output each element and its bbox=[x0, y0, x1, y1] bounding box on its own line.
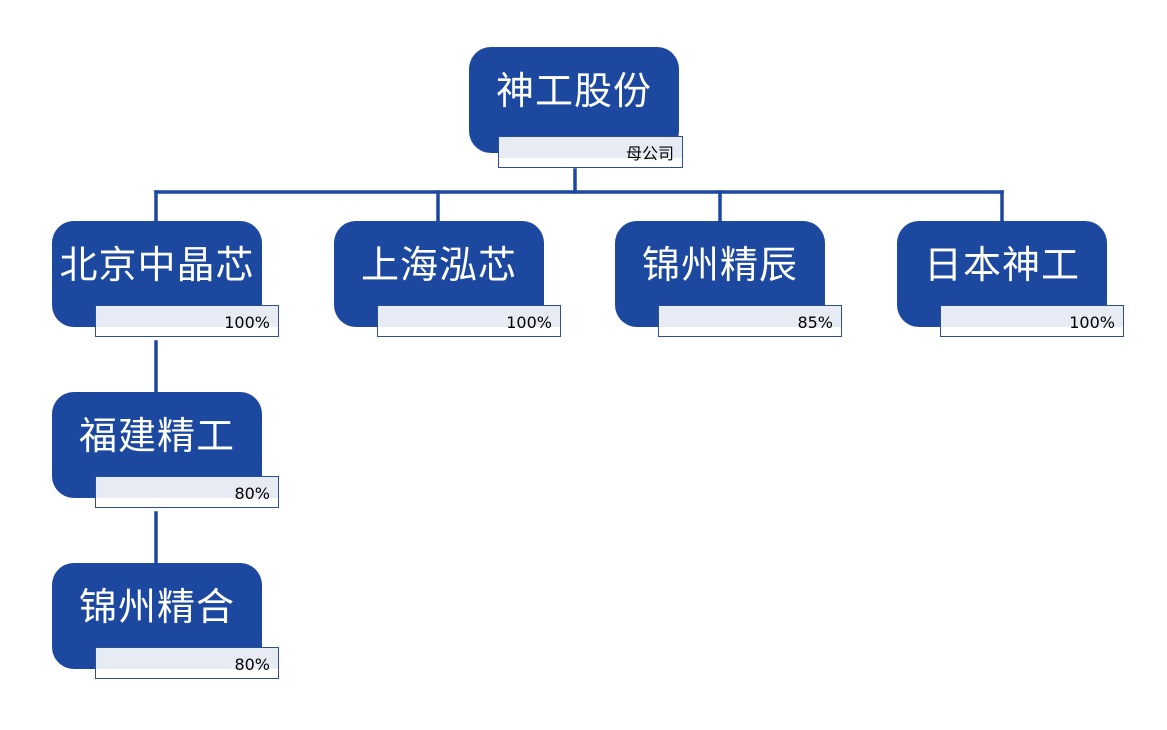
node-japan-tag-text: 100% bbox=[1069, 313, 1115, 332]
node-jinzhou-jinghe-name: 锦州精合 bbox=[78, 585, 235, 629]
node-jinzhou-jingchen-name: 锦州精辰 bbox=[641, 243, 798, 287]
node-beijing-name: 北京中晶芯 bbox=[59, 243, 255, 287]
node-jinzhou-jingchen-tag-text: 85% bbox=[797, 313, 833, 332]
node-jinzhou-jinghe-tag-text: 80% bbox=[234, 655, 270, 674]
node-japan-tag-band bbox=[941, 306, 1123, 327]
node-shengong-tag-band bbox=[499, 137, 682, 158]
node-shanghai-name: 上海泓芯 bbox=[360, 243, 517, 287]
node-fujian-tag: 80% bbox=[95, 476, 279, 508]
node-japan-tag: 100% bbox=[940, 305, 1124, 337]
node-jinzhou-jingchen: 锦州精辰 85% bbox=[615, 221, 842, 337]
node-shengong-box bbox=[469, 47, 679, 153]
node-shengong-tag-text: 母公司 bbox=[625, 144, 674, 163]
node-jinzhou-jingchen-tag-band bbox=[659, 306, 841, 327]
node-fujian-tag-text: 80% bbox=[234, 484, 270, 503]
node-jinzhou-jinghe-tag: 80% bbox=[95, 647, 279, 679]
node-jinzhou-jinghe: 锦州精合 80% bbox=[52, 563, 279, 679]
node-jinzhou-jingchen-tag: 85% bbox=[658, 305, 842, 337]
node-shanghai-tag-band bbox=[378, 306, 560, 327]
node-fujian: 福建精工 80% bbox=[52, 392, 279, 508]
node-shengong-tag: 母公司 bbox=[498, 136, 683, 168]
node-shengong-name: 神工股份 bbox=[495, 69, 652, 113]
node-beijing: 北京中晶芯 100% bbox=[52, 221, 279, 337]
node-beijing-tag: 100% bbox=[95, 305, 279, 337]
node-japan-name: 日本神工 bbox=[923, 243, 1080, 287]
node-shanghai-tag-text: 100% bbox=[506, 313, 552, 332]
node-shanghai-tag: 100% bbox=[377, 305, 561, 337]
node-shanghai: 上海泓芯 100% bbox=[334, 221, 561, 337]
node-fujian-tag-band bbox=[96, 477, 278, 498]
node-beijing-tag-text: 100% bbox=[224, 313, 270, 332]
node-japan: 日本神工 100% bbox=[897, 221, 1124, 337]
node-beijing-tag-band bbox=[96, 306, 278, 327]
node-shengong: 神工股份 母公司 bbox=[469, 47, 683, 168]
node-jinzhou-jinghe-tag-band bbox=[96, 648, 278, 669]
node-fujian-name: 福建精工 bbox=[78, 414, 235, 458]
